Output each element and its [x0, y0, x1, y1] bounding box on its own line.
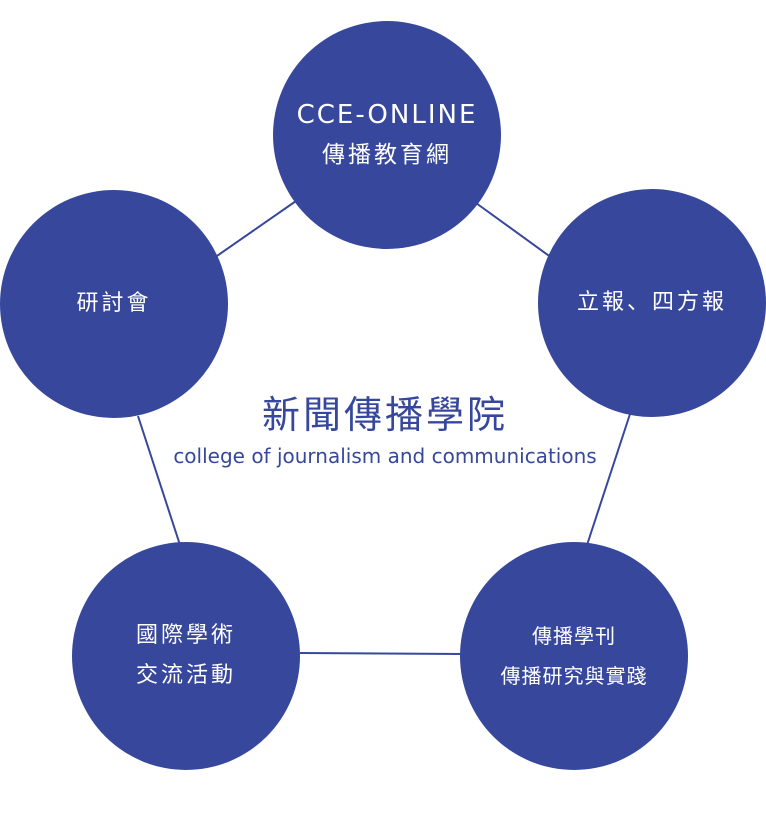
college-title: 新聞傳播學院 [261, 393, 508, 437]
node-international-exchange-label-1: 國際學術 [135, 623, 236, 648]
node-cce-online-label-en: CCE-ONLINE [296, 100, 478, 130]
connector-left-bottomleft [137, 415, 181, 546]
college-subtitle: college of journalism and communications [173, 444, 597, 468]
node-communication-journal-label-2: 傳播研究與實踐 [500, 664, 648, 688]
node-communication-journal-label-1: 傳播學刊 [532, 624, 616, 648]
node-newspapers[interactable]: 立報、四方報 [538, 189, 766, 417]
connector-bottom [299, 652, 463, 655]
node-cce-online-label-zh: 傳播教育網 [322, 142, 452, 168]
node-international-exchange[interactable]: 國際學術 交流活動 [72, 542, 300, 770]
node-cce-online[interactable]: CCE-ONLINE 傳播教育網 [273, 21, 501, 249]
connector-right-bottomright [586, 413, 631, 546]
node-communication-journal[interactable]: 傳播學刊 傳播研究與實踐 [460, 542, 688, 770]
node-newspapers-label: 立報、四方報 [576, 290, 727, 315]
node-seminar[interactable]: 研討會 [0, 190, 228, 418]
connector-top-left [213, 200, 297, 259]
node-international-exchange-label-2: 交流活動 [135, 663, 236, 688]
connector-top-right [475, 202, 553, 259]
node-seminar-label: 研討會 [76, 291, 152, 316]
